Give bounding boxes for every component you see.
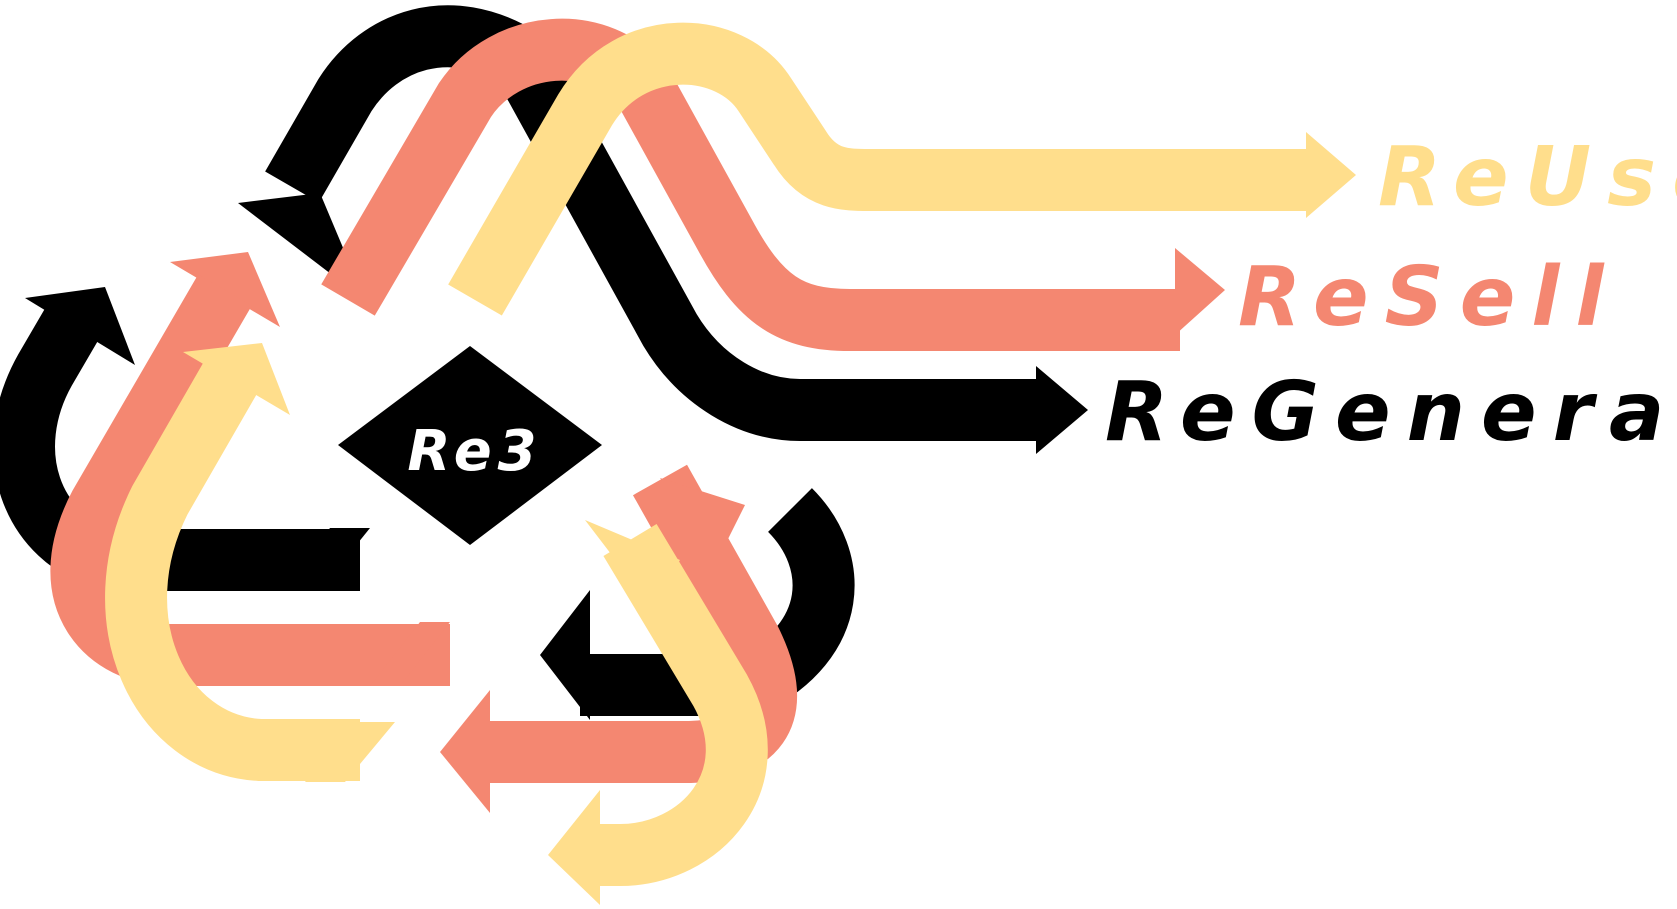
yellow-right-tip bbox=[585, 520, 680, 605]
reuse-stream bbox=[105, 22, 1356, 905]
reuse-label: ReUse bbox=[1378, 130, 1677, 225]
salmon-left-tip bbox=[370, 622, 450, 686]
yellow-left-tip bbox=[305, 722, 395, 782]
center-diamond-group: Re3 bbox=[338, 346, 602, 545]
yellow-left-ribbon bbox=[105, 359, 360, 781]
salmon-right-tip bbox=[660, 478, 745, 555]
salmon-right-arrowhead bbox=[1175, 248, 1225, 335]
yellow-top-ribbon bbox=[448, 22, 1310, 316]
black-left-tip bbox=[280, 528, 370, 590]
regenerate-label: ReGenerate bbox=[1105, 365, 1677, 460]
yellow-bottom-arrowhead bbox=[548, 790, 600, 905]
yellow-right-ribbon bbox=[600, 524, 768, 886]
black-bottom-arrowhead bbox=[540, 590, 590, 720]
center-diamond bbox=[338, 346, 602, 545]
black-right-arrowhead bbox=[1036, 366, 1088, 454]
salmon-bottom-arrowhead bbox=[440, 690, 490, 813]
yellow-right-arrowhead bbox=[1306, 132, 1356, 218]
center-label: Re3 bbox=[407, 419, 542, 484]
resell-label: ReSell bbox=[1238, 250, 1620, 345]
salmon-upper-arrowhead bbox=[170, 252, 280, 327]
